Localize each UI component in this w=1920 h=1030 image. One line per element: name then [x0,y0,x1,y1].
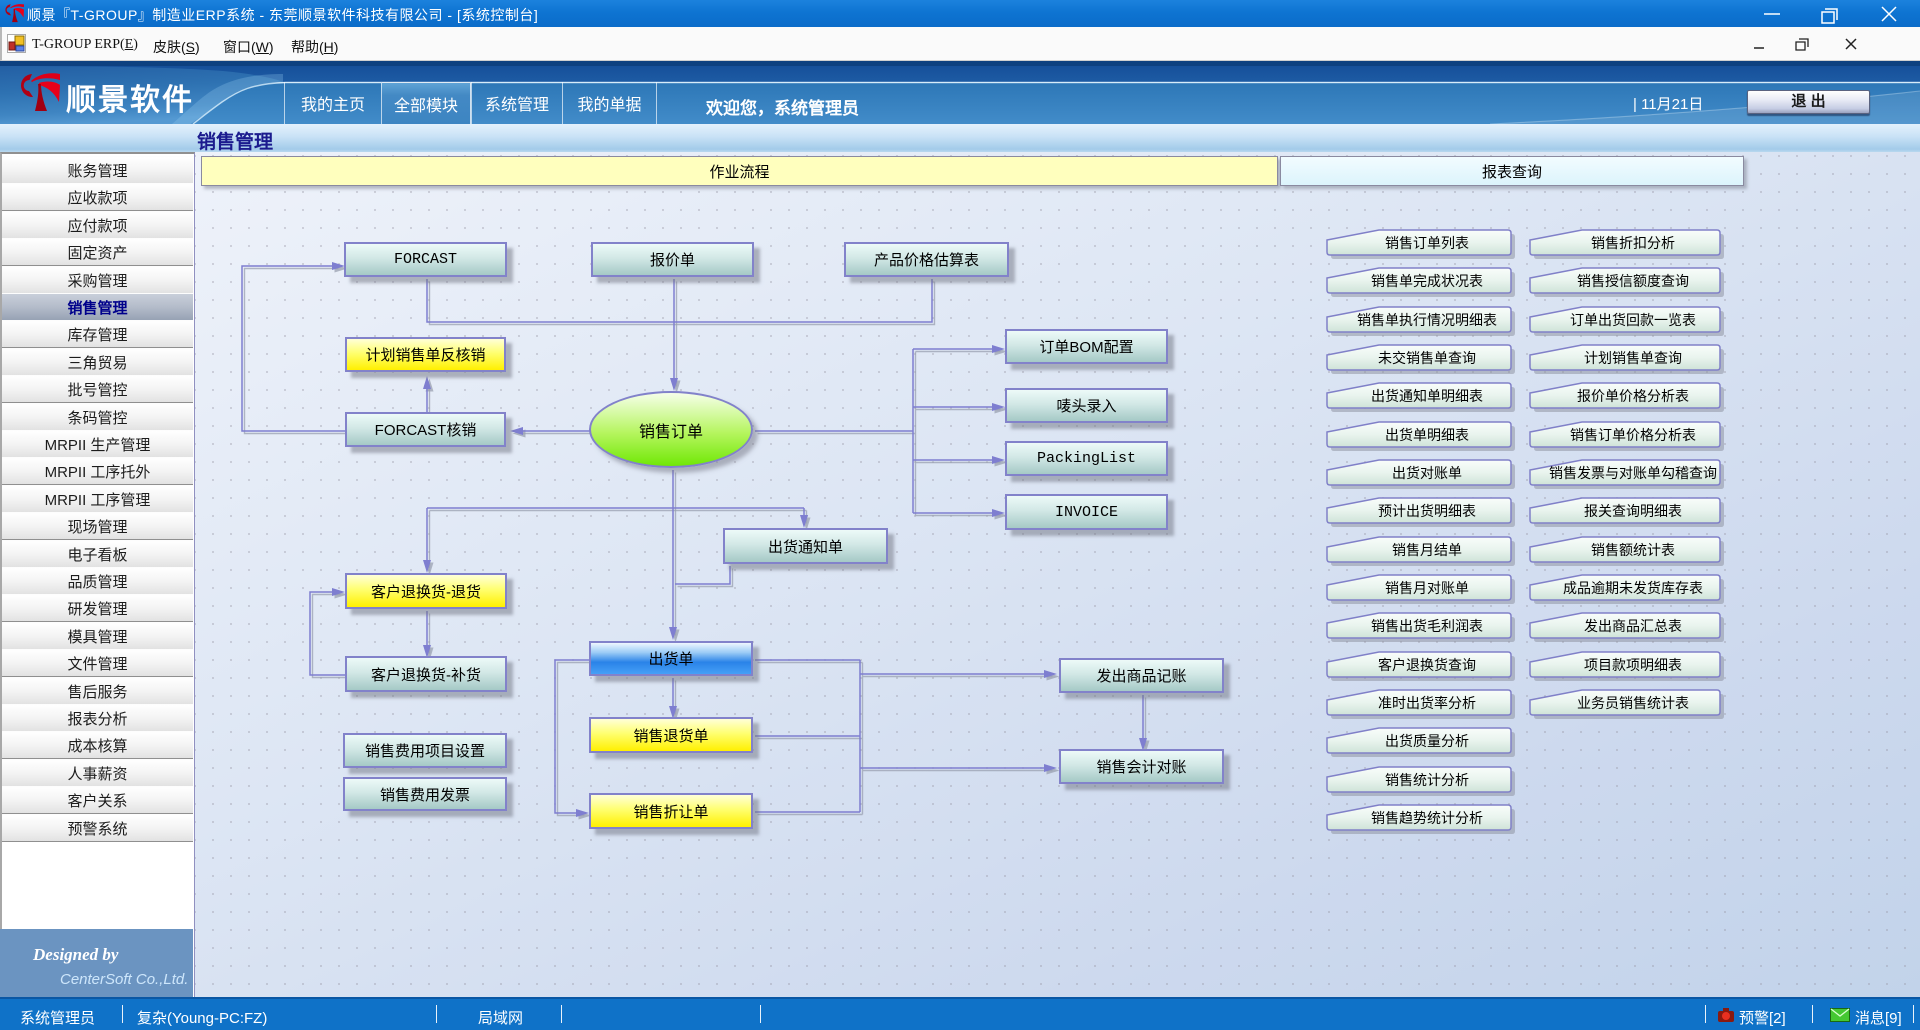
svg-text:项目款项明细表: 项目款项明细表 [1584,657,1682,673]
svg-text:出货质量分析: 出货质量分析 [1385,733,1469,749]
svg-text:订单出货回款一览表: 订单出货回款一览表 [1570,312,1696,328]
svg-text:销售出货毛利润表: 销售出货毛利润表 [1371,618,1483,634]
svg-text:未交销售单查询: 未交销售单查询 [1378,350,1476,366]
svg-text:预计出货明细表: 预计出货明细表 [1378,503,1476,519]
svg-text:出货对账单: 出货对账单 [1392,465,1462,481]
svg-text:销售折扣分析: 销售折扣分析 [1591,235,1675,251]
svg-text:出货通知单明细表: 出货通知单明细表 [1371,388,1483,404]
svg-text:销售月结单: 销售月结单 [1392,542,1462,558]
svg-text:销售额统计表: 销售额统计表 [1591,542,1675,558]
svg-text:准时出货率分析: 准时出货率分析 [1378,695,1476,711]
svg-text:销售趋势统计分析: 销售趋势统计分析 [1371,810,1483,826]
svg-text:销售单完成状况表: 销售单完成状况表 [1371,273,1483,289]
svg-text:出货单明细表: 出货单明细表 [1385,427,1469,443]
svg-text:发出商品汇总表: 发出商品汇总表 [1584,618,1682,634]
svg-text:报关查询明细表: 报关查询明细表 [1584,503,1682,519]
svg-text:成品逾期未发货库存表: 成品逾期未发货库存表 [1563,580,1703,596]
svg-text:销售单执行情况明细表: 销售单执行情况明细表 [1357,312,1497,328]
svg-text:报价单价格分析表: 报价单价格分析表 [1577,388,1689,404]
svg-text:计划销售单查询: 计划销售单查询 [1584,350,1682,366]
svg-text:销售发票与对账单勾稽查询: 销售发票与对账单勾稽查询 [1549,465,1717,481]
svg-text:销售订单列表: 销售订单列表 [1385,235,1469,251]
svg-text:销售统计分析: 销售统计分析 [1385,772,1469,788]
svg-text:业务员销售统计表: 业务员销售统计表 [1577,695,1689,711]
svg-text:销售订单价格分析表: 销售订单价格分析表 [1570,427,1696,443]
svg-text:销售月对账单: 销售月对账单 [1385,580,1469,596]
svg-text:销售授信额度查询: 销售授信额度查询 [1577,273,1689,289]
svg-text:客户退换货查询: 客户退换货查询 [1378,657,1476,673]
